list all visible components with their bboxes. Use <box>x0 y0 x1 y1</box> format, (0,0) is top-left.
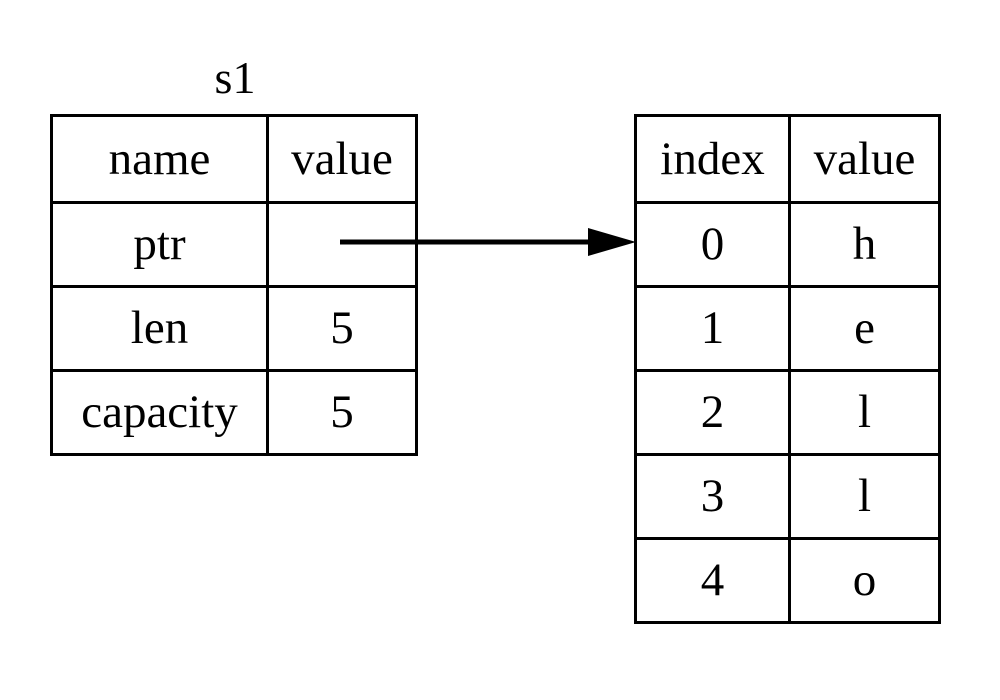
buffer-index-4: 4 <box>637 540 788 621</box>
struct-field-value-len: 5 <box>266 288 415 369</box>
struct-field-name-len: len <box>53 288 266 369</box>
buffer-value-2: l <box>788 372 938 453</box>
buffer-value-0-label: h <box>852 218 877 270</box>
buffer-index-1-label: 1 <box>700 302 725 354</box>
struct-field-name-ptr: ptr <box>53 204 266 285</box>
buffer-value-4: o <box>788 540 938 621</box>
buffer-index-4-label: 4 <box>700 554 725 606</box>
struct-field-name-capacity: capacity <box>53 372 266 453</box>
struct-header-value-label: value <box>291 132 393 185</box>
table-row: 2 l <box>637 369 938 453</box>
buffer-index-1: 1 <box>637 288 788 369</box>
buffer-index-3: 3 <box>637 456 788 537</box>
struct-field-value-capacity: 5 <box>266 372 415 453</box>
table-row: len 5 <box>53 285 415 369</box>
table-row: 3 l <box>637 453 938 537</box>
buffer-header-index-label: index <box>660 132 765 185</box>
struct-header-name-label: name <box>108 132 211 185</box>
buffer-value-2-label: l <box>857 386 872 438</box>
buffer-header-value-label: value <box>813 132 916 185</box>
struct-field-value-capacity-label: 5 <box>330 386 354 438</box>
table-row: 0 h <box>637 201 938 285</box>
table-row: 1 e <box>637 285 938 369</box>
buffer-index-2-label: 2 <box>700 386 725 438</box>
pointer-arrowhead-icon <box>588 228 636 256</box>
buffer-value-1-label: e <box>854 302 875 354</box>
buffer-index-2: 2 <box>637 372 788 453</box>
table-header-row: index value <box>637 117 938 201</box>
buffer-header-value: value <box>788 117 938 201</box>
table-row: capacity 5 <box>53 369 415 453</box>
struct-header-name: name <box>53 117 266 201</box>
struct-table: name value ptr len 5 capacity <box>50 114 418 456</box>
struct-field-name-capacity-label: capacity <box>81 386 238 438</box>
pointer-arrow <box>340 228 636 256</box>
table-header-row: name value <box>53 117 415 201</box>
struct-table-title: s1 <box>214 52 256 103</box>
buffer-table: index value 0 h 1 e 2 <box>634 114 941 624</box>
buffer-value-1: e <box>788 288 938 369</box>
struct-field-value-len-label: 5 <box>330 302 354 354</box>
buffer-index-0: 0 <box>637 204 788 285</box>
buffer-value-0: h <box>788 204 938 285</box>
buffer-value-3: l <box>788 456 938 537</box>
buffer-header-index: index <box>637 117 788 201</box>
buffer-value-3-label: l <box>857 470 872 522</box>
buffer-index-0-label: 0 <box>700 218 725 270</box>
table-row: 4 o <box>637 537 938 621</box>
table-row: ptr <box>53 201 415 285</box>
buffer-value-4-label: o <box>852 554 877 606</box>
struct-header-value: value <box>266 117 415 201</box>
struct-field-name-len-label: len <box>130 302 189 354</box>
struct-field-name-ptr-label: ptr <box>133 218 186 270</box>
buffer-index-3-label: 3 <box>700 470 725 522</box>
struct-field-value-ptr <box>266 204 415 285</box>
